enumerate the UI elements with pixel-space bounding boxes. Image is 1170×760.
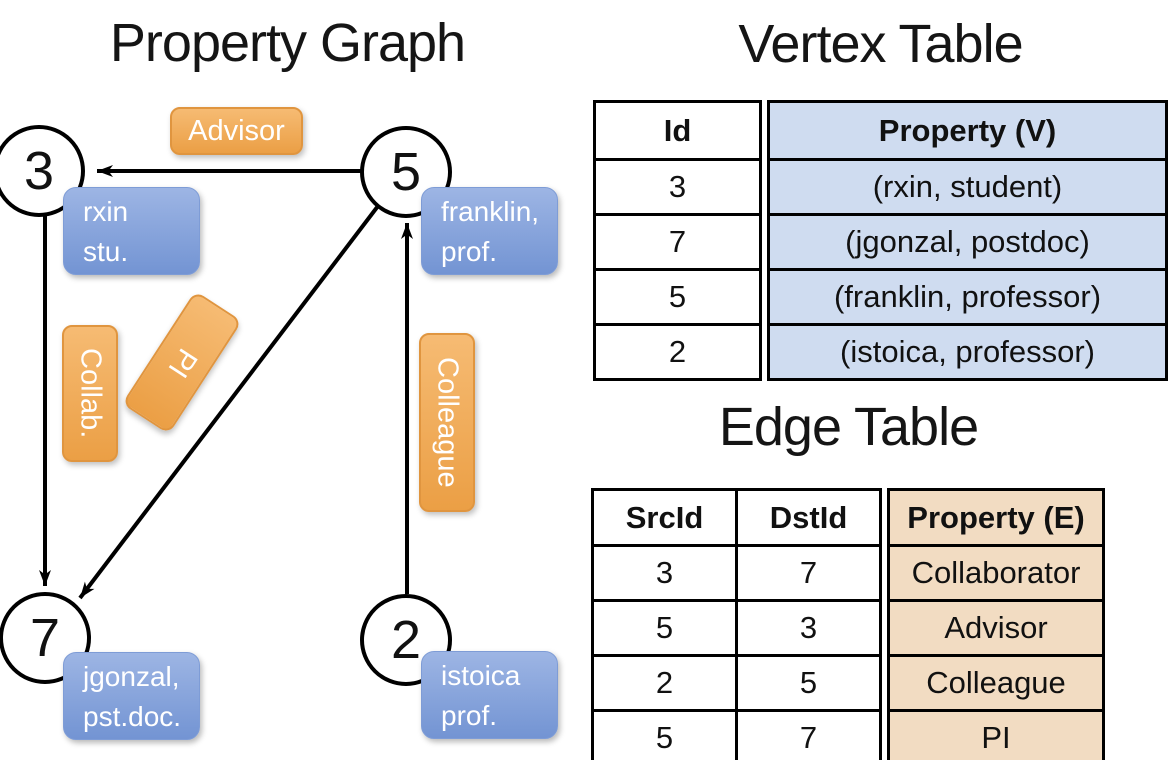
table-cell: PI	[887, 709, 1105, 760]
vertex-property-line: stu.	[83, 236, 129, 267]
table-cell: Collaborator	[887, 544, 1105, 602]
edge-label-text: Collab.	[74, 348, 107, 439]
edge-label-text: Advisor	[188, 114, 285, 147]
vertex-property-box-istoica: istoica prof.	[421, 651, 558, 739]
vertex-property-header: Property (V)	[767, 100, 1168, 161]
table-cell: 7	[735, 709, 882, 760]
vertex-property-line: rxin	[83, 196, 129, 227]
table-cell: 7	[593, 213, 762, 271]
vertex-property-line: pst.doc.	[83, 701, 182, 732]
table-cell: 5	[593, 268, 762, 326]
table-cell: 5	[591, 709, 738, 760]
edge-srcdst-column-table: SrcId DstId 3 7 5 3 2 5 5 7	[591, 488, 882, 760]
edge-label-text: Colleague	[431, 357, 464, 488]
edge-table: SrcId DstId 3 7 5 3 2 5 5 7 Property (E)…	[591, 488, 1105, 760]
table-cell: Advisor	[887, 599, 1105, 657]
vertex-property-box-franklin: franklin, prof.	[421, 187, 558, 275]
table-cell: 3	[593, 158, 762, 216]
table-cell: Colleague	[887, 654, 1105, 712]
property-graph-title: Property Graph	[109, 13, 466, 73]
vertex-table: Id 3 7 5 2 Property (V) (rxin, student) …	[593, 100, 1168, 381]
edge-property-header: Property (E)	[887, 488, 1105, 547]
edge-label-collab: Collab.	[62, 325, 118, 462]
table-cell: 3	[735, 599, 882, 657]
edge-label-advisor: Advisor	[170, 107, 303, 155]
edge-srcid-header: SrcId	[591, 488, 738, 547]
table-cell: (istoica, professor)	[767, 323, 1168, 381]
table-cell: 5	[735, 654, 882, 712]
vertex-property-box-jgonzal: jgonzal, pst.doc.	[63, 652, 200, 740]
vertex-id-header: Id	[593, 100, 762, 161]
table-cell: (rxin, student)	[767, 158, 1168, 216]
edge-property-column-table: Property (E) Collaborator Advisor Collea…	[887, 488, 1105, 760]
graph-edges	[39, 165, 413, 600]
vertex-property-box-rxin: rxin stu.	[63, 187, 200, 275]
vertex-property-line: jgonzal,	[83, 661, 180, 692]
table-cell: 3	[591, 544, 738, 602]
table-cell: 5	[591, 599, 738, 657]
edge-table-title: Edge Table	[718, 397, 979, 457]
table-cell: (jgonzal, postdoc)	[767, 213, 1168, 271]
table-cell: 2	[591, 654, 738, 712]
vertex-property-line: prof.	[441, 700, 498, 731]
edge-line-5-to-7	[78, 204, 380, 600]
edge-label-text: PI	[161, 342, 204, 383]
edge-dstid-header: DstId	[735, 488, 882, 547]
vertex-property-line: franklin,	[441, 196, 540, 227]
vertex-property-line: istoica	[441, 660, 521, 691]
vertex-id-column-table: Id 3 7 5 2	[593, 100, 762, 381]
table-cell: (franklin, professor)	[767, 268, 1168, 326]
table-cell: 7	[735, 544, 882, 602]
vertex-property-column-table: Property (V) (rxin, student) (jgonzal, p…	[767, 100, 1168, 381]
table-cell: 2	[593, 323, 762, 381]
vertex-table-title: Vertex Table	[738, 14, 1023, 74]
edge-label-colleague: Colleague	[419, 333, 475, 512]
vertex-property-line: prof.	[441, 236, 498, 267]
